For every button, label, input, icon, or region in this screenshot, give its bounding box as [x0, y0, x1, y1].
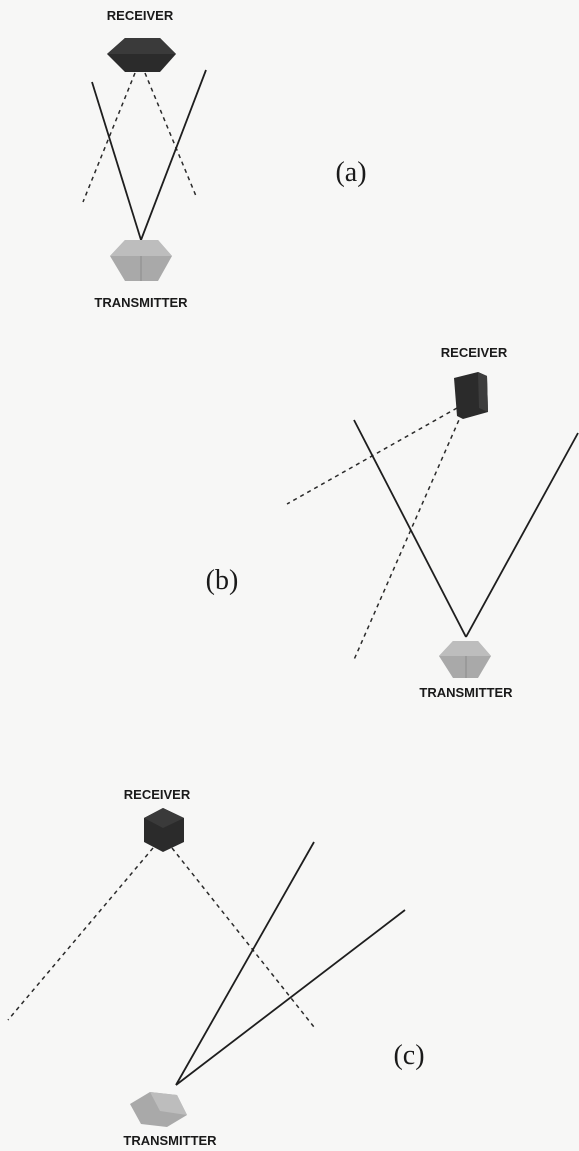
transmitter-icon	[110, 240, 172, 281]
receiver-icon	[454, 372, 488, 419]
transmitter-beam-upper	[175, 841, 315, 1086]
transmitter-beam-right	[465, 432, 579, 638]
receiver-fov-line-right	[171, 847, 315, 1028]
receiver-label: RECEIVER	[441, 345, 508, 360]
receiver-fov-line-right	[144, 72, 197, 197]
receiver-icon	[144, 808, 184, 852]
panel-label: (a)	[335, 157, 366, 188]
receiver-label: RECEIVER	[107, 8, 174, 23]
transmitter-label: TRANSMITTER	[123, 1133, 217, 1148]
transmitter-beam-lower	[175, 909, 406, 1086]
receiver-fov-line-right	[352, 412, 463, 663]
panel-b: RECEIVER TRANSMITTER (b)	[206, 345, 579, 700]
transmitter-icon	[130, 1092, 187, 1127]
receiver-icon	[107, 38, 176, 72]
transmitter-label: TRANSMITTER	[94, 295, 188, 310]
receiver-label: RECEIVER	[124, 787, 191, 802]
transmitter-icon	[439, 641, 491, 678]
panel-c: RECEIVER TRANSMITTER (c)	[7, 787, 425, 1148]
panel-a: RECEIVER TRANSMITTER (a)	[82, 8, 367, 310]
receiver-fov-line-left	[7, 847, 154, 1021]
receiver-fov-line-left	[82, 72, 136, 203]
panel-label: (b)	[206, 565, 239, 596]
panel-label: (c)	[393, 1040, 424, 1071]
transmitter-beam-right	[140, 69, 207, 241]
transmitter-beam-left	[91, 81, 142, 241]
transmitter-beam-left	[353, 419, 467, 638]
transmitter-label: TRANSMITTER	[419, 685, 513, 700]
